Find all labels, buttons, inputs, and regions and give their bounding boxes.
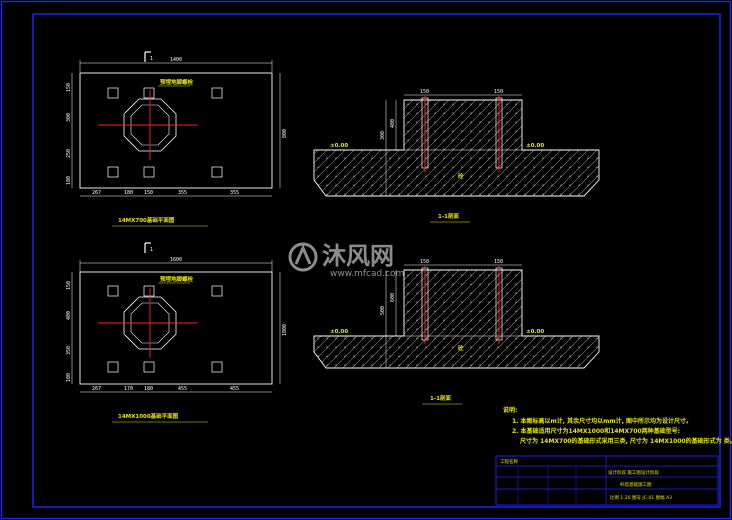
bottom-dimension: 267 xyxy=(92,386,101,392)
section-view-top: 150 150 300 400 ±0.00 ±0.00 砼 1-1剖面 xyxy=(313,89,600,223)
left-dimension: 100 xyxy=(66,176,72,185)
bottom-dimension: 170 xyxy=(124,386,133,392)
title-block-drawing-name: 杆塔基础施工图 xyxy=(620,481,652,488)
anchor-bolt-box xyxy=(143,87,155,99)
bottom-dimension: 180 xyxy=(124,190,133,196)
title-block-project: 工程名称 xyxy=(500,458,518,465)
anchor-bolt-box xyxy=(143,285,155,297)
left-dimension: 150 xyxy=(66,281,72,290)
anchor-bolt-box xyxy=(211,166,223,178)
octagon-pole-base-inner xyxy=(130,104,170,146)
footing-outline xyxy=(79,271,273,385)
material-label: 砼 xyxy=(457,172,464,180)
right-dimension: 1000 xyxy=(282,324,288,336)
design-notes: 说明: 1. 本图标高以m计, 其余尺寸均以mm计, 图中所示均为设计尺寸。 2… xyxy=(503,406,732,445)
plan-caption: 14MX1000基础平面图 xyxy=(118,412,179,420)
material-label: 砼 xyxy=(457,344,464,352)
bottom-dimension: 355 xyxy=(178,190,187,196)
anchor-bolt-box xyxy=(107,87,119,99)
notes-heading: 说明: xyxy=(503,406,517,414)
inner-frame xyxy=(32,13,721,508)
notes-line: 尺寸为 14MX700的基础形式采用三类, 尺寸为 14MX1000的基础形式为… xyxy=(520,437,732,445)
width-dimension: 1600 xyxy=(170,257,182,263)
left-dimension: 350 xyxy=(66,346,72,355)
title-block-info: 比例 1:20 图号 JC-01 图幅 A3 xyxy=(610,494,672,501)
cut-mark-label: 1 xyxy=(150,56,153,62)
left-dimension: 600 xyxy=(390,293,396,302)
elevation-mark-left: ±0.00 xyxy=(330,329,348,335)
bottom-dimension: 355 xyxy=(230,190,239,196)
bottom-dimension: 180 xyxy=(144,386,153,392)
plan-view-bottom: 1 1600 预埋地脚螺栓 150 400 350 100 1000 267 1… xyxy=(66,242,288,423)
anchor-bolt-box xyxy=(211,285,223,297)
anchor-bolt-box xyxy=(211,87,223,99)
elevation-mark-right: ±0.00 xyxy=(526,143,544,149)
section-view-bottom: 150 150 500 600 ±0.00 ±0.00 砼 1-1剖面 xyxy=(313,259,600,405)
anchor-bolt-box xyxy=(107,361,119,373)
octagon-pole-base-inner xyxy=(130,302,170,344)
watermark-logo-icon xyxy=(288,242,318,272)
plan-caption: 14MX700基础平面图 xyxy=(118,216,175,224)
left-dimension: 250 xyxy=(66,149,72,158)
section-concrete-body xyxy=(313,99,600,197)
cut-mark-label: 1 xyxy=(150,247,153,253)
top-dimension: 150 xyxy=(420,259,429,265)
top-dimension: 150 xyxy=(420,89,429,95)
section-concrete-body xyxy=(313,269,600,369)
watermark: 沐风网 www.mfcad.com xyxy=(288,242,404,279)
bottom-dimension: 267 xyxy=(92,190,101,196)
elevation-mark-left: ±0.00 xyxy=(330,143,348,149)
left-dimension: 400 xyxy=(390,119,396,128)
left-dimension: 300 xyxy=(380,131,386,140)
notes-line: 1. 本图标高以m计, 其余尺寸均以mm计, 图中所示均为设计尺寸。 xyxy=(512,417,692,425)
bottom-dimension: 455 xyxy=(230,386,239,392)
left-dimension: 500 xyxy=(380,306,386,315)
anchor-bolt-tag: 预埋地脚螺栓 xyxy=(160,275,194,283)
left-dimension: 100 xyxy=(66,373,72,382)
section-caption: 1-1剖面 xyxy=(438,212,459,220)
bottom-dimension: 150 xyxy=(144,190,153,196)
notes-line: 2. 本基础适用尺寸为14MX1000和14MX700两种基础型号: xyxy=(512,427,680,435)
octagon-pole-base-outer xyxy=(123,98,177,152)
plan-view-top: 1 1400 预埋地脚螺栓 150 300 250 100 800 267 xyxy=(66,51,288,227)
anchor-bolt-box xyxy=(143,166,155,178)
bottom-dimension: 455 xyxy=(178,386,187,392)
title-block-stage: 设计阶段 施工图设计阶段 xyxy=(608,469,659,476)
top-dimension: 150 xyxy=(494,259,503,265)
right-dimension: 800 xyxy=(282,129,288,138)
anchor-bolt-box xyxy=(143,361,155,373)
elevation-mark-right: ±0.00 xyxy=(526,329,544,335)
left-dimension: 400 xyxy=(66,311,72,320)
anchor-bolt-box xyxy=(107,285,119,297)
anchor-bolt-box xyxy=(211,361,223,373)
top-dimension: 150 xyxy=(494,89,503,95)
anchor-bolt-box xyxy=(107,166,119,178)
section-caption: 1-1剖面 xyxy=(430,394,451,402)
octagon-pole-base-outer xyxy=(123,296,177,350)
left-dimension: 150 xyxy=(66,83,72,92)
footing-outline xyxy=(79,72,273,189)
width-dimension: 1400 xyxy=(170,57,182,63)
watermark-url: www.mfcad.com xyxy=(330,269,404,279)
left-dimension: 300 xyxy=(66,113,72,122)
title-block: 工程名称 设计阶段 施工图设计阶段 杆塔基础施工图 比例 1:20 图号 JC-… xyxy=(495,455,719,506)
watermark-brand: 沐风网 xyxy=(322,242,394,270)
anchor-bolt-tag: 预埋地脚螺栓 xyxy=(160,78,194,86)
